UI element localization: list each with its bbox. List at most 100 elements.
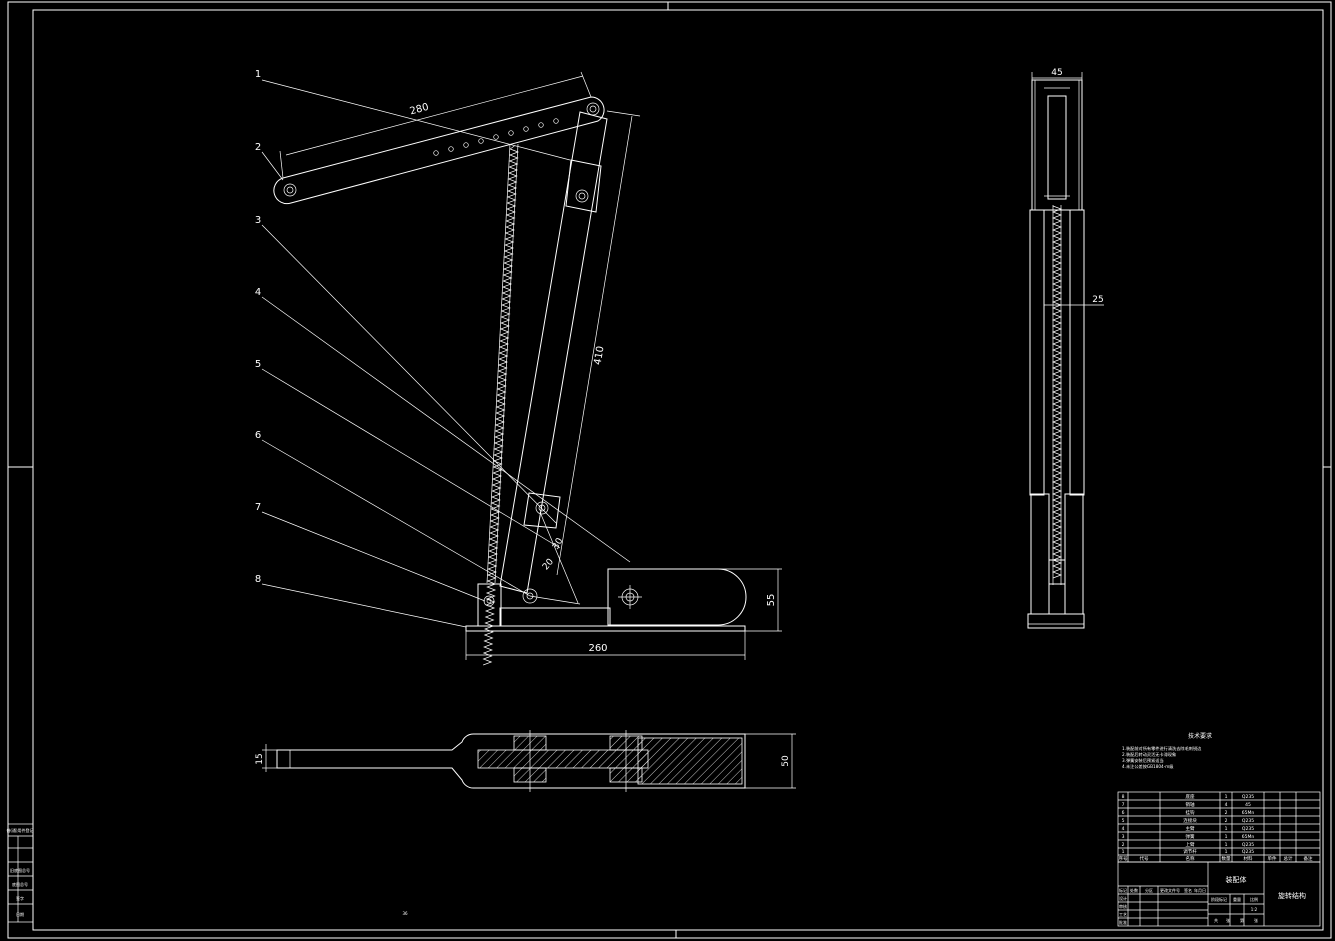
bom-row-4-qty: 2 <box>1225 818 1228 824</box>
dim-410-label: 410 <box>592 345 606 366</box>
notes-line-2: 2.装配后转动灵活无卡滞现象 <box>1122 751 1176 758</box>
side-view: 45 25 <box>1027 68 1104 629</box>
part-leaders: 1 2 3 4 5 6 7 8 <box>255 69 631 628</box>
dim-upper-arm: 280 <box>279 71 592 179</box>
sign-label-2: 工艺 <box>1119 912 1127 917</box>
stage-label-2: 比例 <box>1250 896 1258 902</box>
leader-8: 8 <box>255 574 261 585</box>
bottom-mark: 36 <box>402 911 408 916</box>
bom-row-7-qty: 1 <box>1225 842 1228 848</box>
sign-label-3: 批准 <box>1119 919 1127 925</box>
notes-heading: 技术要求 <box>1188 732 1212 740</box>
bom-header-0: 序号 <box>1119 855 1128 862</box>
bom-header-6: 总计 <box>1284 855 1293 862</box>
strip-label-0: 借(通)用件登记 <box>6 827 33 833</box>
stage-label-1: 重量 <box>1233 896 1241 902</box>
title-drawing-name: 旋转结构 <box>1278 891 1306 900</box>
dim-260-label: 260 <box>588 643 607 654</box>
sheet-label-3: 张 <box>1254 917 1258 923</box>
dim-15-label: 15 <box>255 753 265 764</box>
base <box>465 568 747 632</box>
dim-45-label: 45 <box>1051 68 1062 78</box>
plan-view: 15 50 <box>255 730 796 792</box>
strip-label-4: 日期 <box>16 911 24 917</box>
bom-row-1-mat: Q235 <box>1242 794 1254 800</box>
sheet-label-0: 共 <box>1214 917 1218 923</box>
title-block: 装配体 旋转结构 标记 处数 分区 更改文件号 签名 年月日 设计 审核 工艺 … <box>1117 861 1321 927</box>
bom-row-7-mat: Q235 <box>1242 842 1254 848</box>
bom-header-3: 数量 <box>1222 855 1231 862</box>
leader-7: 7 <box>255 502 261 513</box>
bom-row-6-no: 3 <box>1122 834 1125 840</box>
sheet-border <box>7 1 1332 939</box>
bom-row-7-no: 2 <box>1122 842 1125 848</box>
bom-header-7: 备注 <box>1304 855 1313 862</box>
spring-front <box>482 143 520 666</box>
dim-55-label: 55 <box>766 594 777 607</box>
rev-label-3: 更改文件号 <box>1160 887 1180 893</box>
dim-50-label: 50 <box>781 755 791 767</box>
bom-row-8-qty: 1 <box>1225 849 1228 855</box>
bom-row-1-no: 8 <box>1122 794 1125 800</box>
leader-5: 5 <box>255 359 261 370</box>
stage-label-0: 阶段标记 <box>1211 896 1227 902</box>
rev-label-5: 年月日 <box>1194 887 1206 893</box>
dim-base-height: 55 <box>718 568 782 632</box>
leader-1: 1 <box>255 69 261 80</box>
sheet-label-2: 第 <box>1240 917 1244 923</box>
sheet-label-1: 张 <box>1226 917 1230 923</box>
bom-row-3-name: 挂钩 <box>1186 809 1195 816</box>
rev-label-2: 分区 <box>1145 887 1153 893</box>
bom-row-8-no: 1 <box>1122 849 1125 855</box>
left-margin-strip: 借(通)用件登记 旧底图总号 底图总号 签字 日期 <box>6 823 34 923</box>
bom-row-5-no: 4 <box>1122 826 1125 832</box>
bom-row-6-qty: 1 <box>1225 834 1228 840</box>
bom-row-1-qty: 1 <box>1225 794 1228 800</box>
bom-row-5-mat: Q235 <box>1242 826 1254 832</box>
bom-row-4-no: 5 <box>1122 818 1125 824</box>
dim-main-arm: 410 <box>556 110 641 576</box>
bom-row-4-name: 连接块 <box>1183 817 1197 824</box>
bom-row-2-name: 销轴 <box>1186 801 1195 808</box>
scale-value: 1:2 <box>1251 907 1258 912</box>
strip-label-3: 签字 <box>16 895 24 901</box>
bom-row-1-name: 底座 <box>1186 793 1195 800</box>
strip-label-2: 底图总号 <box>12 881 28 887</box>
notes-line-4: 4.未注公差按GB1804-m级 <box>1122 763 1174 770</box>
notes-line-1: 1.装配前对所有零件进行清洗去除毛刺锐边 <box>1122 745 1202 752</box>
leader-6: 6 <box>255 430 261 441</box>
bom-header-5: 单件 <box>1268 855 1277 862</box>
bom-row-3-mat: 65Mn <box>1242 810 1255 816</box>
bom-header-4: 材料 <box>1244 855 1253 862</box>
title-assembly: 装配体 <box>1226 875 1247 884</box>
front-view: 280 410 <box>255 69 782 666</box>
dim-base-length: 260 <box>465 631 746 660</box>
bom-row-2-no: 7 <box>1122 802 1125 808</box>
parts-list: 8 底座 1 Q235 7 销轴 4 45 6 挂钩 2 65Mn 5 连接块 … <box>1117 791 1321 863</box>
bom-row-8-mat: Q235 <box>1242 849 1254 855</box>
technical-notes: 技术要求 1.装配前对所有零件进行清洗去除毛刺锐边 2.装配后转动灵活无卡滞现象… <box>1122 732 1212 770</box>
sign-label-1: 审核 <box>1119 903 1127 909</box>
bom-row-6-name: 弹簧 <box>1186 833 1195 840</box>
main-arm <box>499 111 608 604</box>
dim-280-label: 280 <box>409 102 430 118</box>
dim-angle-b-label: 20 <box>541 557 556 572</box>
rev-label-0: 标记 <box>1119 887 1127 893</box>
bom-row-5-qty: 1 <box>1225 826 1228 832</box>
bom-header-2: 名称 <box>1186 855 1195 862</box>
bom-row-6-mat: 65Mn <box>1242 834 1255 840</box>
bom-row-5-name: 主臂 <box>1186 825 1195 832</box>
leader-4: 4 <box>255 287 261 298</box>
bom-row-2-qty: 4 <box>1225 802 1228 808</box>
strip-label-1: 旧底图总号 <box>10 867 30 873</box>
dim-25-label: 25 <box>1092 295 1103 305</box>
bom-row-3-qty: 2 <box>1225 810 1228 816</box>
sign-label-0: 设计 <box>1119 895 1127 901</box>
bom-row-3-no: 6 <box>1122 810 1125 816</box>
rev-label-1: 处数 <box>1130 887 1138 893</box>
notes-line-3: 3.弹簧安装后预紧适当 <box>1122 757 1164 764</box>
leader-2: 2 <box>255 142 261 153</box>
upper-arm <box>273 96 605 205</box>
rev-label-4: 签名 <box>1184 887 1192 893</box>
